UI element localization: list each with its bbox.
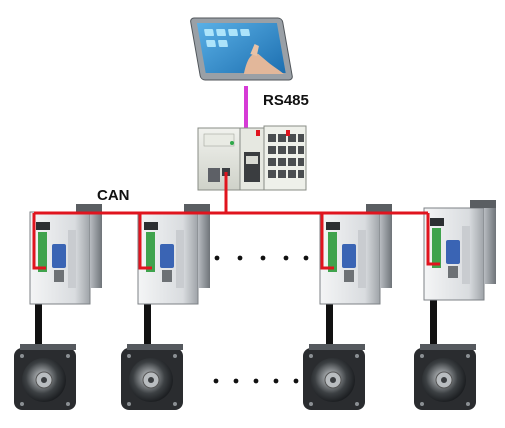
can-drop-2 — [138, 213, 152, 270]
motor-cables — [35, 300, 437, 348]
can-drop-1 — [32, 213, 46, 270]
can-label: CAN — [97, 187, 130, 204]
can-drop-3 — [320, 213, 334, 270]
motor-cable-4 — [430, 300, 437, 348]
hmi-touch-panel — [190, 17, 293, 81]
servo-drive-2 — [137, 204, 210, 305]
can-drop-4 — [426, 213, 440, 266]
can-bus — [32, 172, 440, 270]
motor-cable-1 — [35, 300, 42, 348]
motor-cable-3 — [326, 300, 333, 348]
servo-drive-4 — [423, 200, 496, 301]
servo-motor-2 — [121, 344, 183, 410]
servo-motor-3 — [303, 344, 365, 410]
servo-drive-1 — [29, 204, 102, 305]
drive-row-ellipsis — [214, 255, 309, 261]
servo-drive-3 — [319, 204, 392, 305]
servo-motor-4 — [414, 344, 476, 410]
servo-motor-1 — [14, 344, 76, 410]
rs485-label: RS485 — [263, 92, 309, 109]
motor-row-ellipsis — [213, 378, 299, 384]
plc-controller — [197, 125, 307, 191]
motor-cable-2 — [144, 300, 151, 348]
